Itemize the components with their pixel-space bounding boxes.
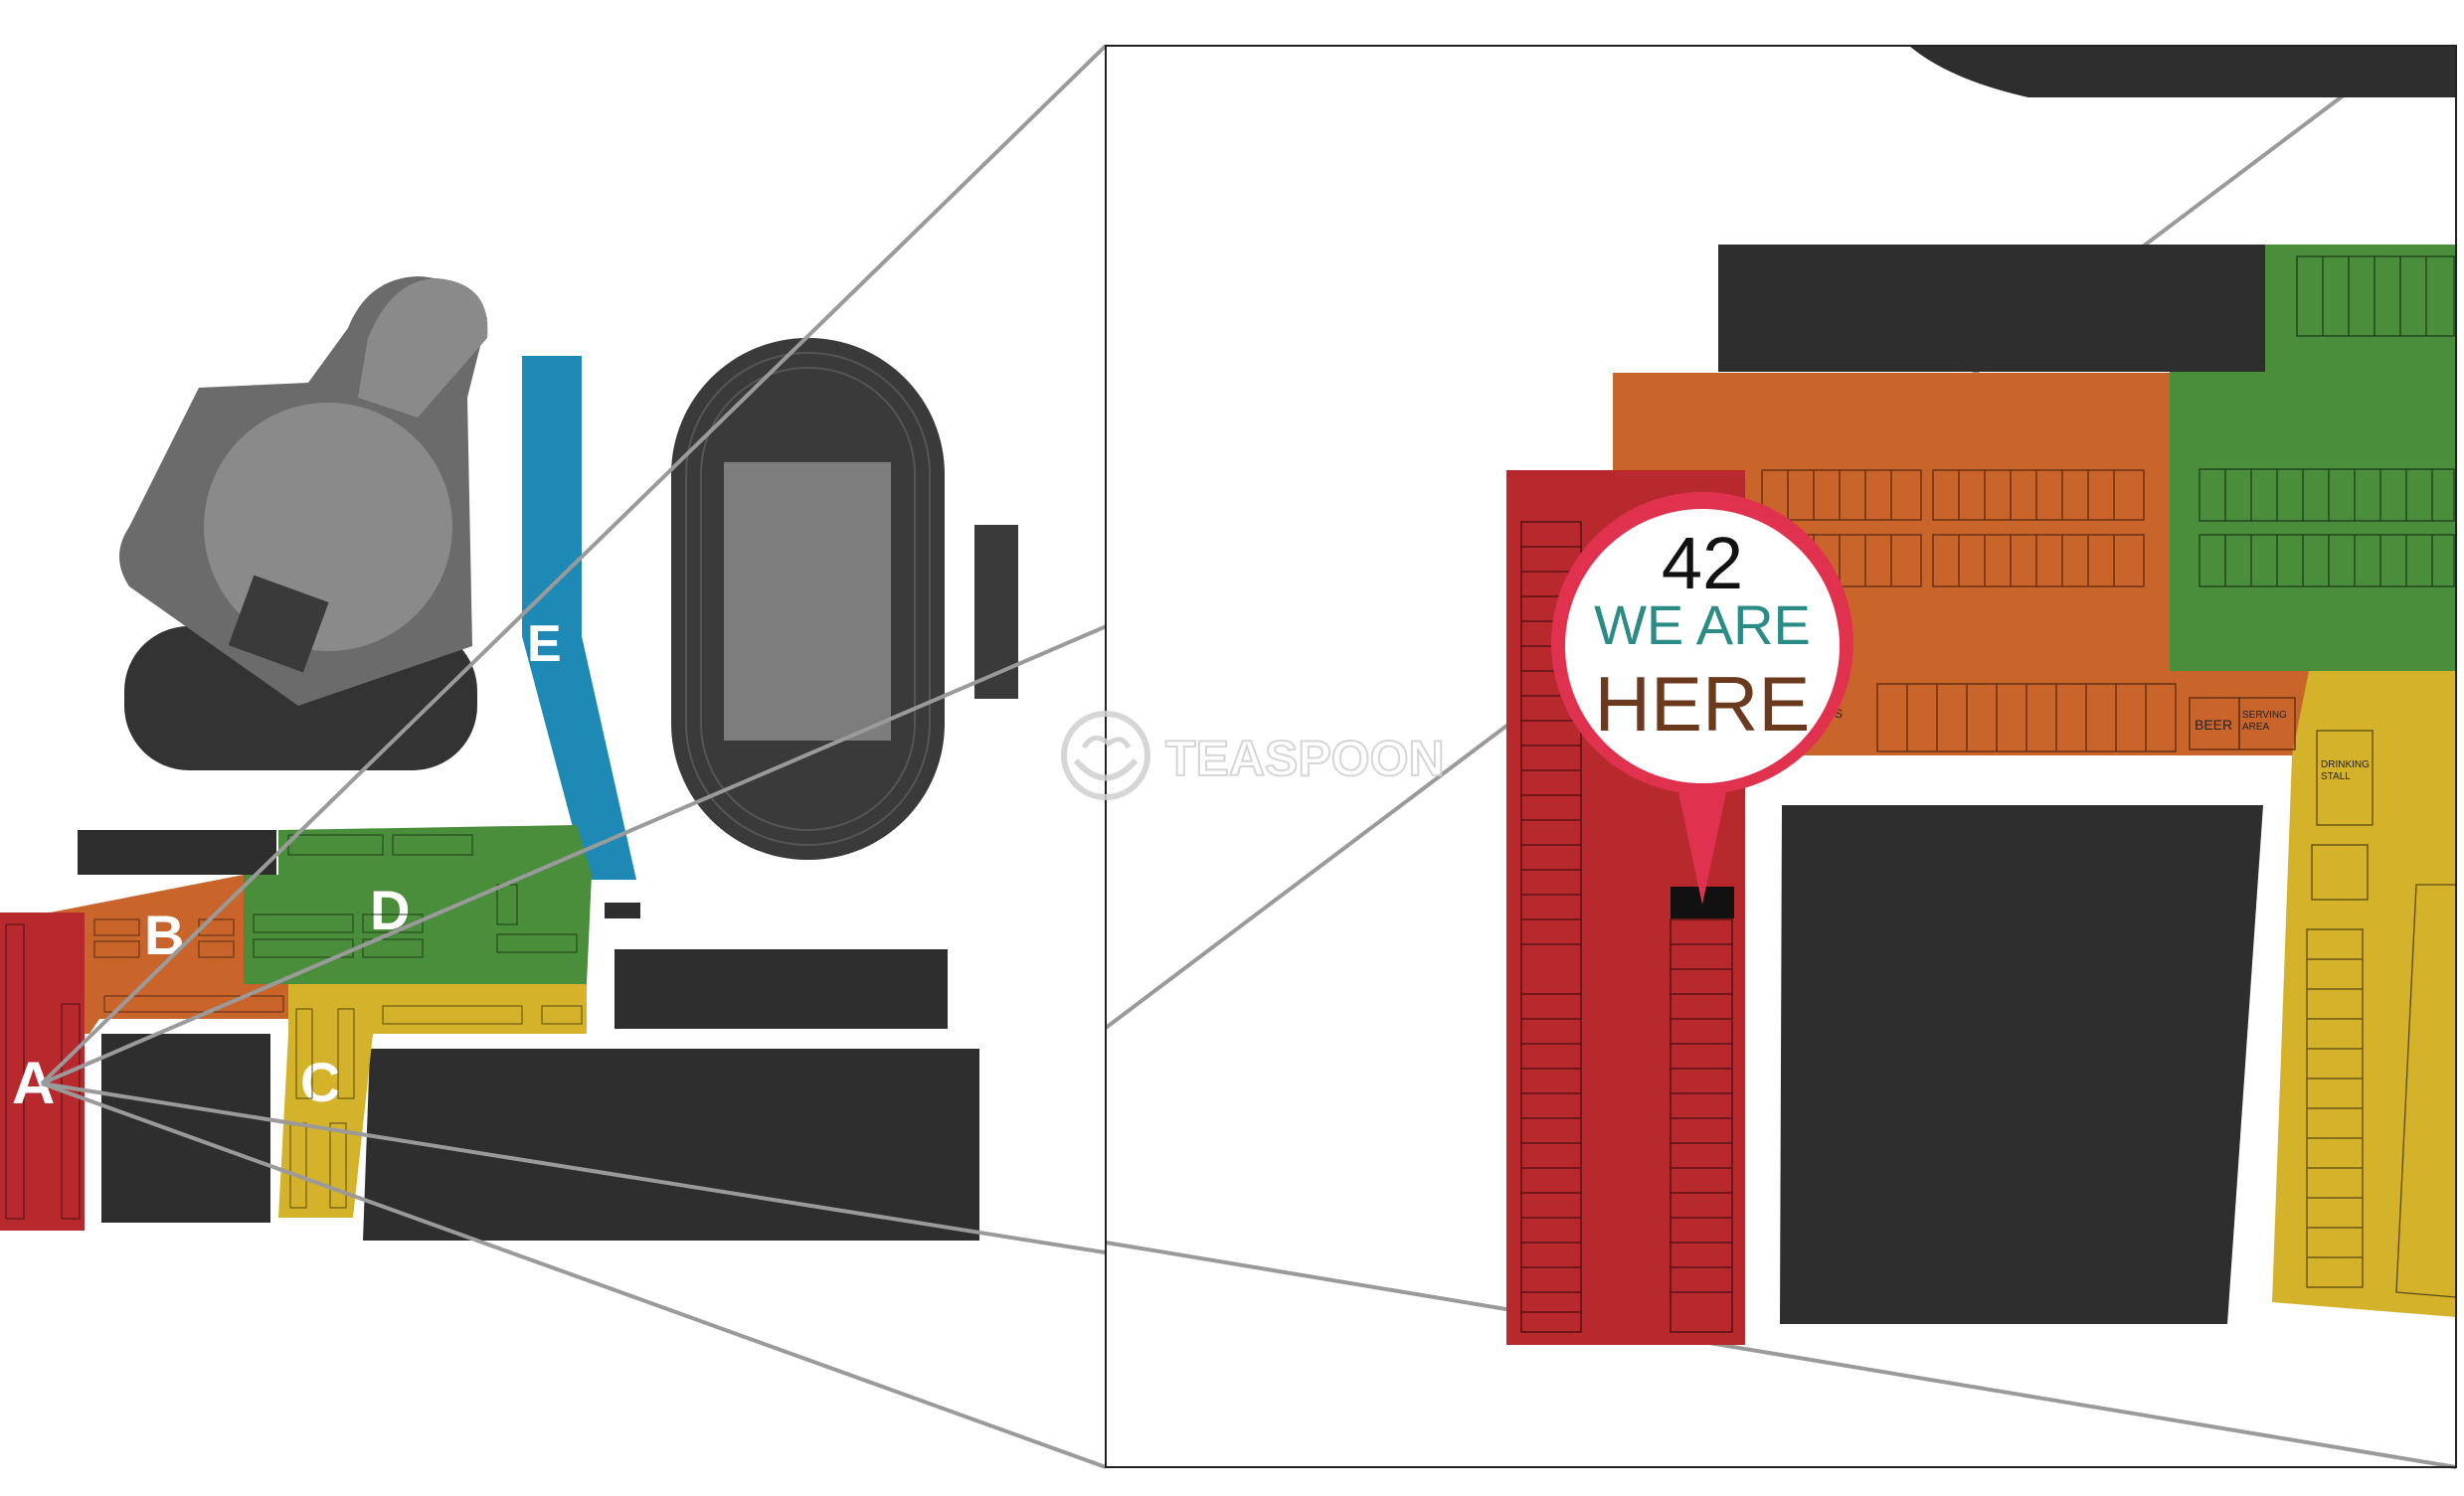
zone-d-area xyxy=(244,825,592,984)
inset-zone-b-stalls xyxy=(1761,469,2296,752)
inset-beer-label: BEER xyxy=(2195,717,2232,733)
zone-e-label: E xyxy=(527,615,562,673)
zone-d-label: D xyxy=(370,879,410,941)
teaspoon-logo-icon xyxy=(1061,711,1150,800)
zone-e-strip xyxy=(522,356,636,880)
zone-a-stalls xyxy=(5,923,81,1220)
inset-top-building xyxy=(1718,245,2265,372)
grey-building-complex xyxy=(119,276,488,770)
zone-b-stalls xyxy=(59,918,284,1013)
zone-c-stalls xyxy=(289,1005,583,1209)
inset-cut-off-label: S xyxy=(1835,707,1843,721)
inset-serving-area-label: SERVING xyxy=(2242,710,2287,721)
track-lane xyxy=(700,367,916,831)
building-bottom-large xyxy=(363,1049,979,1241)
inset-zone-c-stalls xyxy=(2306,730,2457,1298)
pin-inner-circle xyxy=(1565,509,1840,783)
building-top-b xyxy=(78,830,276,875)
zone-c-label: C xyxy=(300,1051,340,1113)
overview-map: E D B xyxy=(0,276,1018,1241)
inset-frame xyxy=(1105,45,2457,1468)
pin-line2: HERE xyxy=(1595,660,1811,748)
inset-zone-d-stalls xyxy=(2199,255,2455,587)
pin-number: 42 xyxy=(1662,522,1743,604)
location-pin: 42 WE ARE HERE xyxy=(1551,491,1854,905)
building-right-upper xyxy=(615,949,948,1029)
grey-arm xyxy=(358,278,488,417)
zone-c-area xyxy=(278,984,587,1218)
inset-detail-map: BEER SERVING AREA S DRINKING STALL xyxy=(1104,45,2457,1469)
inset-drinking-stall-label: DRINKING xyxy=(2321,759,2370,770)
inset-top-curve-building xyxy=(1909,46,2456,97)
zone-e: E xyxy=(522,356,636,880)
inset-drinking-stall-label-2: STALL xyxy=(2321,771,2351,782)
pin-line1: WE ARE xyxy=(1594,593,1811,656)
inset-zone-c-area xyxy=(2272,671,2456,1317)
inset-large-building xyxy=(1780,805,2263,1324)
inset-serving-area-label-2: AREA xyxy=(2242,722,2270,733)
small-block xyxy=(605,903,640,918)
track-field xyxy=(724,462,891,741)
stadium-track xyxy=(671,338,945,860)
track-lane xyxy=(685,352,931,846)
small-dark-square xyxy=(228,575,329,673)
watermark: TEASPOON xyxy=(1061,711,1446,800)
watermark-text: TEASPOON xyxy=(1165,731,1445,786)
building-a-adjacent xyxy=(101,1034,270,1223)
zone-b: B xyxy=(40,875,288,1034)
zone-d: D xyxy=(244,825,592,984)
zone-c: C xyxy=(278,984,587,1218)
zone-b-label: B xyxy=(144,904,184,966)
zone-b-area xyxy=(40,875,288,1034)
stadium-side-block xyxy=(974,525,1018,699)
